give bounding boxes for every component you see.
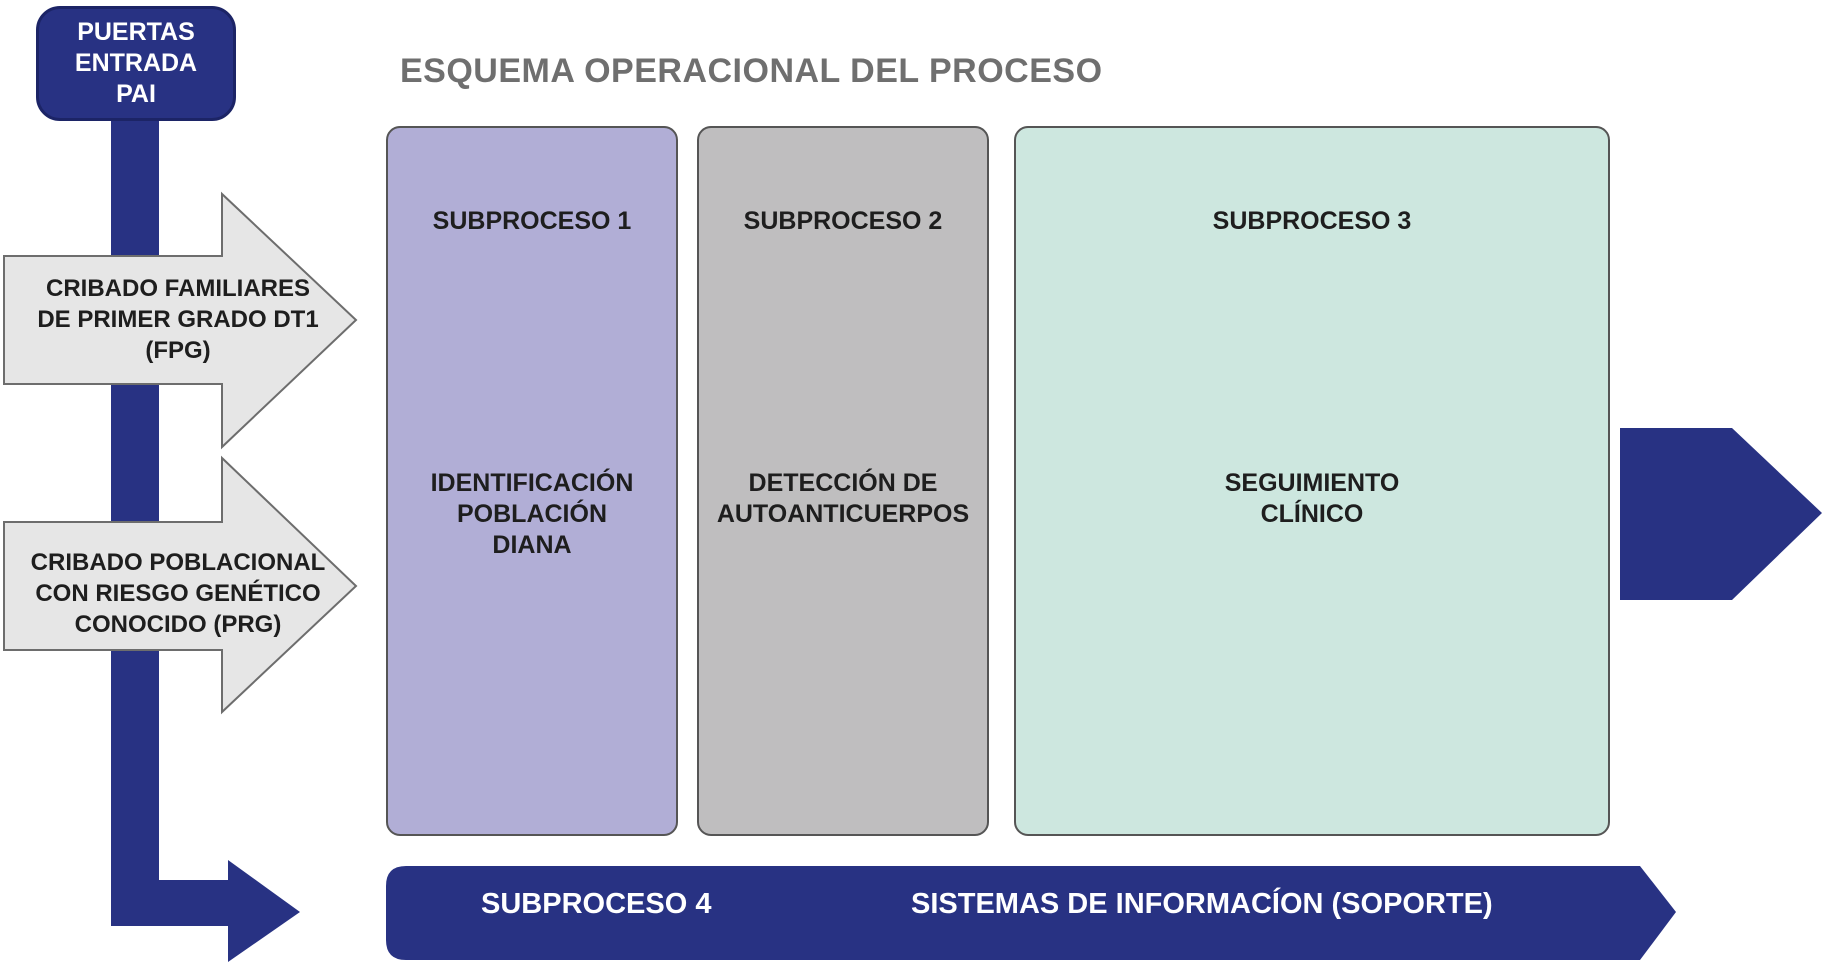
support-band-systems-label: SISTEMAS DE INFORMACÍON (SOPORTE)	[911, 888, 1493, 920]
entry-doors-box: PUERTAS ENTRADA PAI	[36, 6, 236, 121]
output-arrow	[1620, 428, 1822, 600]
subprocess-2-header: SUBPROCESO 2	[743, 207, 943, 235]
subprocess-1-body: IDENTIFICACIÓN POBLACIÓN DIANA	[430, 469, 634, 559]
subprocess-3-panel: SUBPROCESO 3 SEGUIMIENTO CLÍNICO	[1014, 126, 1610, 836]
subprocess-3-header: SUBPROCESO 3	[1212, 207, 1412, 235]
entry-arrow-prg-label: CRIBADO POBLACIONAL CON RIESGO GENÉTICO …	[30, 549, 326, 638]
support-band-subprocess-label: SUBPROCESO 4	[481, 888, 712, 920]
entry-doors-label: PUERTAS ENTRADA PAI	[74, 18, 198, 108]
subprocess-3-body: SEGUIMIENTO CLÍNICO	[1224, 469, 1400, 528]
entry-arrow-fpg-label: CRIBADO FAMILIARES DE PRIMER GRADO DT1 (…	[37, 275, 319, 364]
entry-arrow-fpg	[3, 191, 358, 450]
support-band-body	[386, 866, 1676, 960]
subprocess-2-body: DETECCIÓN DE AUTOANTICUERPOS	[716, 469, 970, 528]
subprocess-1-header: SUBPROCESO 1	[432, 207, 632, 235]
diagram-title: ESQUEMA OPERACIONAL DEL PROCESO	[400, 52, 1103, 90]
subprocess-1-panel: SUBPROCESO 1 IDENTIFICACIÓN POBLACIÓN DI…	[386, 126, 678, 836]
entry-arrow-prg	[3, 455, 358, 715]
entry-pipe-arrow	[111, 860, 300, 962]
subprocess-2-panel: SUBPROCESO 2 DETECCIÓN DE AUTOANTICUERPO…	[697, 126, 989, 836]
